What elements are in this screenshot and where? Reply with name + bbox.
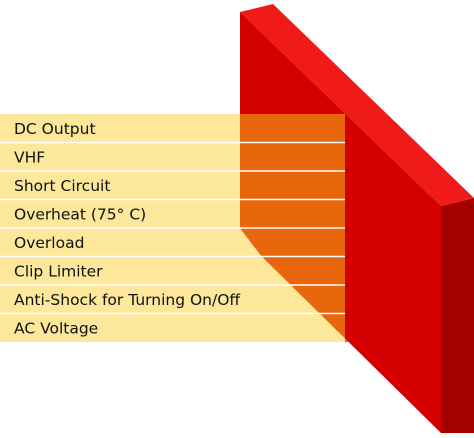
label-overheat-75-c: Overheat (75° C): [14, 205, 146, 223]
label-anti-shock-for-turning-on-off: Anti-Shock for Turning On/Off: [14, 291, 240, 309]
label-clip-limiter: Clip Limiter: [14, 262, 103, 280]
band-overlap-short-circuit: [240, 171, 345, 200]
band-overlap-overload: [240, 228, 345, 257]
wall-side-face: [441, 198, 474, 433]
label-band-overlaps: [240, 114, 349, 342]
band-separators: [0, 141, 345, 315]
band-overlap-dc-output: [240, 114, 345, 143]
band-dc-output: [0, 114, 240, 143]
band-overload: [0, 228, 262, 257]
band-overheat-75-c: [0, 199, 240, 228]
label-overload: Overload: [14, 234, 84, 252]
band-anti-shock-for-turning-on-off: [0, 285, 320, 314]
band-overlap-ac-voltage: [319, 313, 349, 342]
label-vhf: VHF: [14, 148, 45, 166]
band-clip-limiter: [0, 256, 291, 285]
band-overlap-anti-shock-for-turning-on-off: [290, 285, 345, 314]
band-vhf: [0, 142, 240, 171]
band-overlap-overheat-75-c: [240, 199, 345, 228]
label-short-circuit: Short Circuit: [14, 177, 110, 195]
label-dc-output: DC Output: [14, 120, 96, 138]
label-bands: [0, 114, 349, 342]
band-overlap-vhf: [240, 142, 345, 171]
label-ac-voltage: AC Voltage: [14, 319, 98, 337]
wall-top-face: [240, 4, 474, 206]
band-short-circuit: [0, 171, 240, 200]
band-ac-voltage: [0, 313, 349, 342]
band-overlap-clip-limiter: [261, 256, 345, 285]
